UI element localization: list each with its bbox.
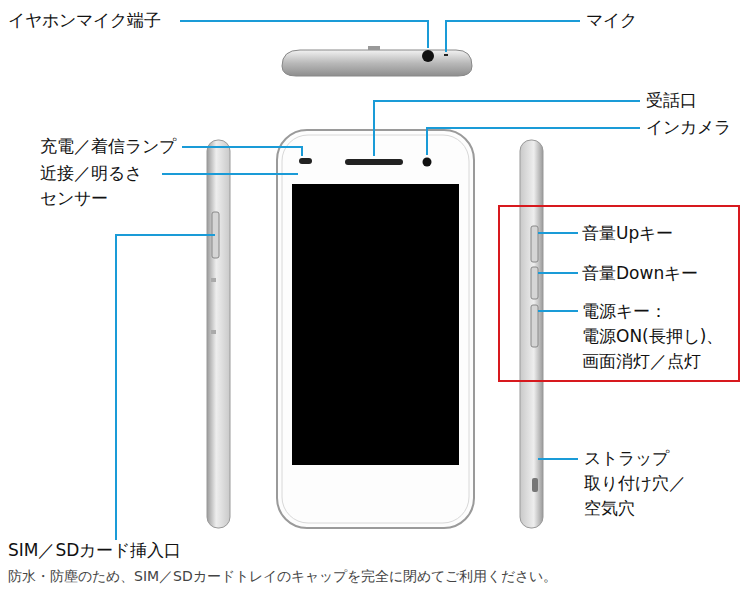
- part-label: マイク: [586, 8, 637, 33]
- part-label: ストラップ 取り付け穴／ 空気穴: [584, 446, 714, 521]
- part-label: 受話口: [646, 88, 697, 113]
- highlight-box: 音量Upキー音量Downキー電源キー： 電源ON(長押し)、 画面消灯／点灯: [498, 205, 740, 382]
- phone-left-side: [207, 140, 230, 528]
- power-key: [531, 305, 538, 347]
- key-label: 音量Upキー: [582, 221, 673, 246]
- mic-hole: [444, 54, 448, 56]
- volume-up-key: [531, 226, 538, 262]
- note-text: 防水・防塵のため、SIM／SDカードトレイのキャップを完全に閉めてご利用ください…: [8, 566, 557, 586]
- strap-hole: [532, 478, 538, 492]
- front-camera: [423, 158, 432, 167]
- key-label: 音量Downキー: [582, 261, 698, 286]
- sensor: [299, 158, 312, 164]
- part-label: 充電／着信ランプ: [40, 134, 176, 159]
- leader-lines: [116, 21, 640, 540]
- earphone-jack: [422, 50, 434, 62]
- key-label: 電源キー： 電源ON(長押し)、 画面消灯／点灯: [582, 299, 732, 374]
- part-label: 近接／明るさ センサー: [40, 161, 158, 211]
- phone-top-view: [282, 46, 472, 76]
- volume-down-key: [531, 267, 538, 299]
- phone-front: [277, 130, 474, 528]
- part-label: SIM／SDカード挿入口: [8, 538, 181, 563]
- part-label: インカメラ: [646, 115, 731, 140]
- screen: [292, 184, 459, 465]
- earpiece: [345, 159, 403, 165]
- part-label: イヤホンマイク端子: [8, 8, 161, 33]
- phone-right-side: [520, 140, 543, 528]
